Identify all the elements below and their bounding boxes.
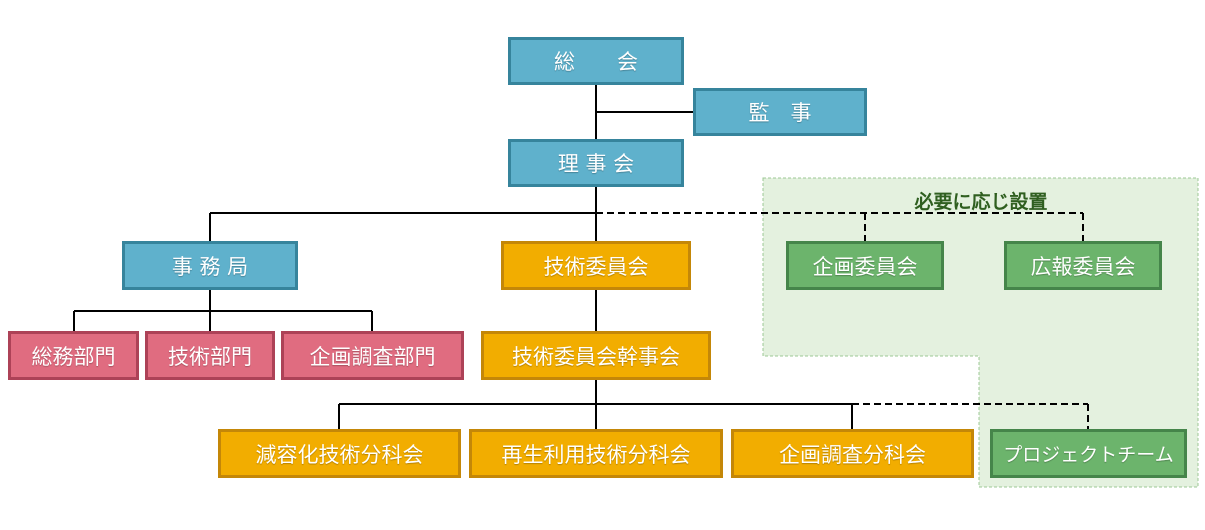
node-secretariat: 事 務 局 [122, 241, 298, 290]
node-pr-committee: 広報委員会 [1004, 241, 1162, 290]
node-technical-committee: 技術委員会 [501, 241, 691, 290]
node-auditor: 監 事 [693, 88, 867, 136]
node-planning-research-subcommittee: 企画調査分科会 [731, 429, 974, 478]
node-planning-research-dept: 企画調査部門 [281, 331, 464, 380]
node-planning-committee: 企画委員会 [786, 241, 944, 290]
node-recycling-subcommittee: 再生利用技術分科会 [469, 429, 723, 478]
node-volume-reduction-subcommittee: 減容化技術分科会 [218, 429, 461, 478]
node-general-affairs-dept: 総務部門 [8, 331, 139, 380]
optional-zone-label: 必要に応じ設置 [914, 191, 1048, 213]
node-project-team: プロジェクトチーム [990, 429, 1187, 478]
node-general-assembly: 総 会 [508, 37, 684, 85]
node-board: 理 事 会 [508, 139, 684, 187]
node-technical-committee-executive: 技術委員会幹事会 [481, 331, 711, 380]
node-technology-dept: 技術部門 [145, 331, 275, 380]
